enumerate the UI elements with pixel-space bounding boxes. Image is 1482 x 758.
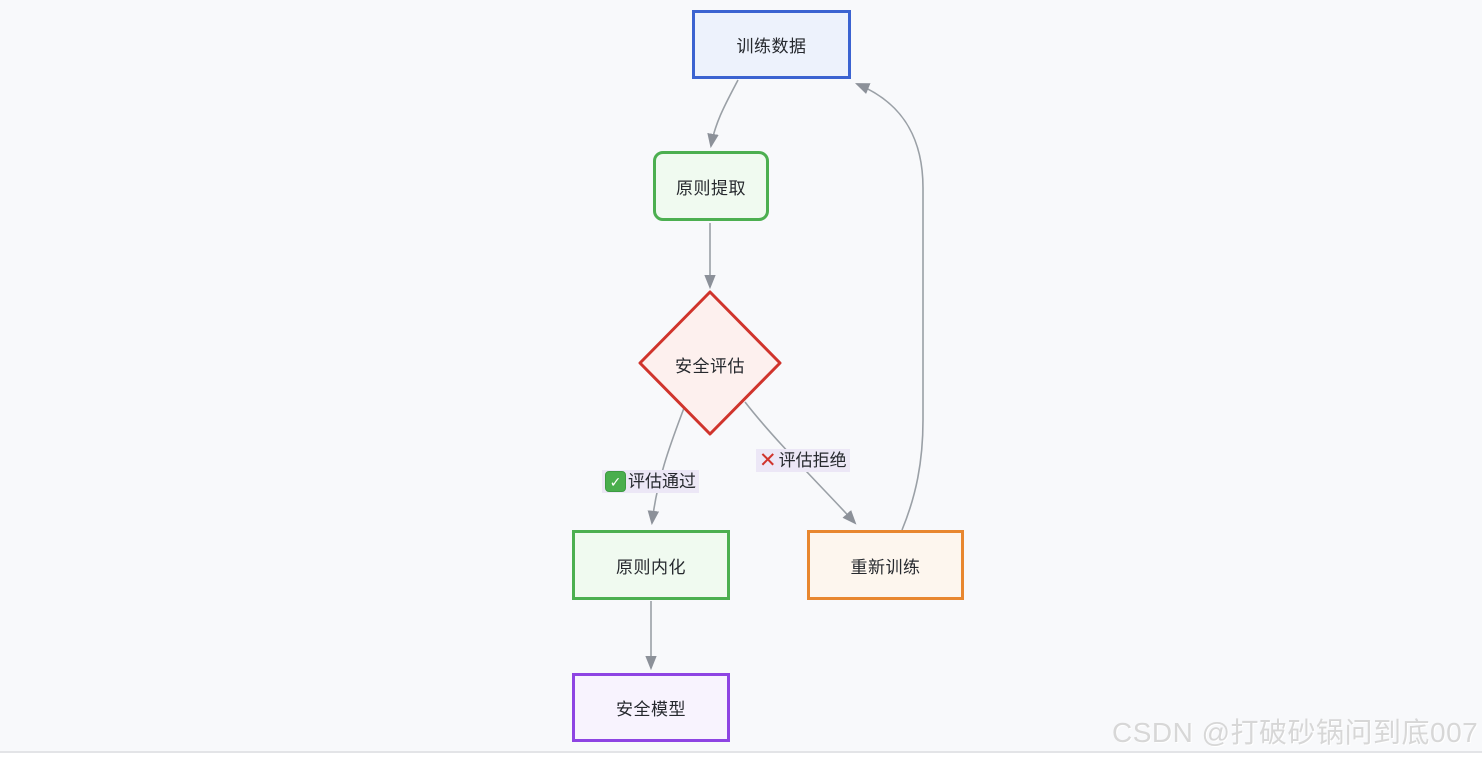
edge-retrain-to-traindata	[855, 83, 924, 531]
bottom-divider	[0, 751, 1482, 753]
edge-label-pass-text: 评估通过	[628, 472, 696, 491]
node-safe-model-label: 安全模型	[616, 700, 686, 719]
node-principle-internalize: 原则内化	[572, 530, 730, 600]
node-train-data-label: 训练数据	[736, 37, 807, 56]
node-safety-eval-label: 安全评估	[675, 357, 745, 376]
node-train-data: 训练数据	[692, 10, 851, 79]
node-principle-internalize-label: 原则内化	[616, 557, 686, 577]
csdn-watermark: CSDN @打破砂锅问到底007	[1112, 717, 1479, 748]
node-retrain-label: 重新训练	[850, 557, 921, 577]
edge-label-pass: ✓ 评估通过	[602, 470, 699, 493]
edge-label-reject: ✕ 评估拒绝	[756, 449, 850, 472]
node-retrain: 重新训练	[807, 530, 964, 600]
node-safe-model: 安全模型	[572, 673, 730, 742]
node-principle-extract: 原则提取	[653, 151, 769, 221]
node-principle-extract-label: 原则提取	[676, 178, 746, 198]
edge-label-reject-text: 评估拒绝	[778, 451, 847, 470]
edge-traindata-to-extract	[707, 79, 739, 149]
check-badge-icon: ✓	[605, 471, 626, 492]
cross-mark-icon: ✕	[759, 449, 777, 472]
edge-eval-to-internalize	[647, 407, 685, 526]
